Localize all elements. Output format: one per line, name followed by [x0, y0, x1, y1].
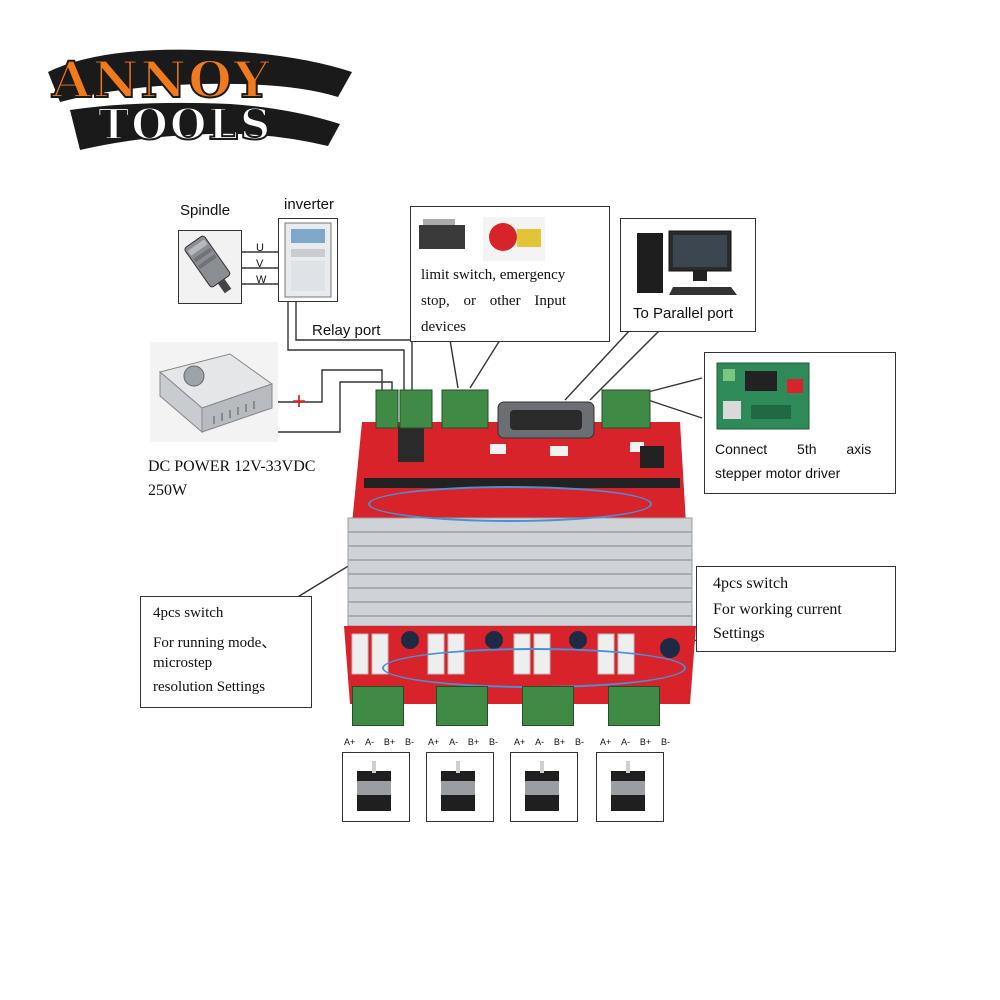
running-mode-line-2: microstep [153, 655, 213, 671]
stepper-motor-4 [596, 752, 664, 822]
dc-power-label-line1: DC POWER 12V-33VDC [148, 458, 316, 475]
pin-b-minus: B- [488, 737, 498, 747]
running-mode-callout: 4pcs switch For running mode、 microstep … [140, 596, 312, 708]
power-supply-image [150, 342, 278, 442]
limit-switch-text-3: devices [421, 319, 466, 335]
pin-a-minus: A- [449, 737, 459, 747]
limit-switch-callout: limit switch, emergency stop, or other I… [410, 206, 610, 342]
motor-pins-3: A+ A- B+ B- [514, 737, 584, 747]
pin-b-plus: B+ [639, 737, 652, 747]
running-mode-line-3: resolution Settings [153, 679, 266, 695]
spindle-motor-icon [184, 235, 232, 294]
pin-b-plus: B+ [467, 737, 480, 747]
working-current-title: 4pcs switch [713, 575, 789, 592]
inverter-image-box [278, 218, 338, 302]
working-current-line-1: For working current [713, 601, 842, 618]
pin-a-plus: A+ [600, 737, 612, 747]
limit-switch-text-2: stop, or other Input [421, 293, 566, 309]
pin-a-plus: A+ [344, 737, 356, 747]
stepper-motor-2 [426, 752, 494, 822]
inverter-label: inverter [284, 196, 335, 213]
wire-label-v: V [256, 258, 264, 270]
inverter-device-icon [284, 222, 332, 298]
pin-b-plus: B+ [383, 737, 396, 747]
motor-pins-1: A+ A- B+ B- [344, 737, 414, 747]
stepper-motor-3 [510, 752, 578, 822]
wire-label-u: U [256, 242, 264, 254]
motor-pins-2: A+ A- B+ B- [428, 737, 498, 747]
logo-word-tools: TOOLS [97, 99, 273, 150]
motor-terminal-1 [352, 686, 404, 726]
stepper-motor-icon [525, 761, 559, 811]
logo-word-annoy: ANNOY [51, 49, 272, 110]
motor-terminal-2 [436, 686, 488, 726]
running-mode-line-1: For running mode、 [153, 635, 277, 651]
stepper-motor-icon [441, 761, 475, 811]
stepper-motor-1 [342, 752, 410, 822]
dc-power-label-line2: 250W [148, 482, 188, 499]
pin-a-plus: A+ [428, 737, 440, 747]
parallel-port-callout: To Parallel port [620, 218, 756, 332]
fifth-axis-text-1: Connect 5th axis [715, 441, 872, 457]
stepper-driver-board-icon [716, 362, 810, 430]
running-mode-title: 4pcs switch [153, 605, 224, 621]
pin-a-plus: A+ [514, 737, 526, 747]
highlight-running-mode-switches [368, 486, 652, 522]
fifth-axis-text-2: stepper motor driver [715, 465, 841, 481]
pin-a-minus: A- [535, 737, 545, 747]
motor-pins-4: A+ A- B+ B- [600, 737, 670, 747]
plus-sign: + [292, 388, 307, 415]
fifth-axis-callout: Connect 5th axis stepper motor driver [704, 352, 896, 494]
motor-terminal-3 [522, 686, 574, 726]
power-supply-icon [158, 353, 274, 434]
pin-a-minus: A- [365, 737, 375, 747]
wire-label-w: W [256, 274, 267, 286]
working-current-callout: 4pcs switch For working current Settings [696, 566, 896, 652]
logo-swoosh-icon [48, 49, 352, 150]
brand-logo: ANNOY TOOLS [40, 42, 360, 157]
parallel-port-text: To Parallel port [633, 305, 734, 322]
pin-b-minus: B- [660, 737, 670, 747]
limit-switch-text-1: limit switch, emergency [421, 267, 566, 283]
pin-a-minus: A- [621, 737, 631, 747]
stepper-motor-icon [357, 761, 391, 811]
spindle-label: Spindle [180, 202, 231, 219]
working-current-line-2: Settings [713, 625, 765, 642]
stepper-motor-icon [611, 761, 645, 811]
highlight-working-current-switches [382, 648, 686, 688]
pin-b-minus: B- [404, 737, 414, 747]
motor-terminal-4 [608, 686, 660, 726]
relay-port-label: Relay port [312, 322, 381, 339]
computer-icon [637, 230, 737, 295]
pin-b-plus: B+ [553, 737, 566, 747]
pin-b-minus: B- [574, 737, 584, 747]
spindle-image-box [178, 230, 242, 304]
limit-switch-icon [419, 217, 545, 261]
